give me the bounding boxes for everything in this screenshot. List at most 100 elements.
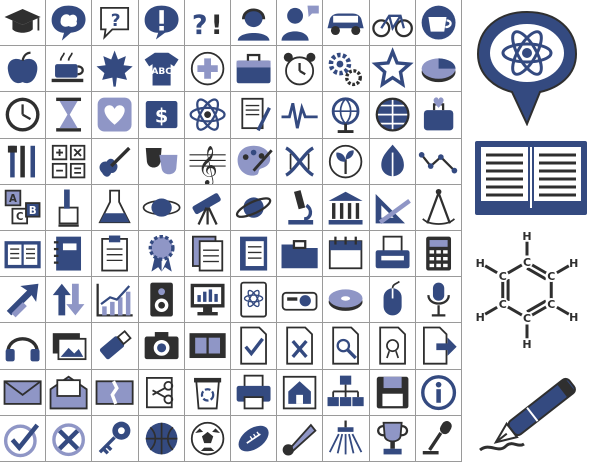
line-graph-icon	[418, 151, 458, 174]
grid-cell	[277, 231, 324, 278]
open-book-panel	[473, 138, 589, 218]
shuttlecock-icon	[282, 423, 317, 456]
grid-cell	[277, 138, 324, 185]
envelope-icon	[3, 379, 42, 405]
carbon-label: C	[547, 298, 555, 311]
svg-text:B: B	[29, 206, 37, 217]
film-strip-icon	[189, 333, 226, 359]
question-speech-icon: ?	[100, 7, 130, 40]
headphones-icon	[5, 337, 40, 362]
wall-clock-icon	[5, 98, 40, 132]
rugby-ball-icon	[238, 425, 269, 452]
grid-cell: $	[138, 92, 185, 139]
grid-cell	[323, 184, 370, 231]
sprinkler-icon	[329, 420, 363, 455]
pie-chart-icon	[421, 58, 456, 83]
svg-text:?: ?	[111, 10, 121, 30]
grid-cell	[415, 231, 462, 278]
fountain-pen-panel	[472, 364, 590, 460]
hydrogen-label: H	[522, 230, 531, 243]
svg-text:!: !	[210, 10, 222, 41]
hydrogen-label: H	[476, 257, 485, 270]
hydrogen-label: H	[569, 257, 578, 270]
document-search-icon	[332, 327, 360, 365]
documents-icon	[191, 235, 223, 272]
car-icon	[327, 13, 365, 36]
award-ribbon-icon	[148, 234, 175, 272]
grid-cell	[92, 46, 139, 93]
grid-cell	[415, 277, 462, 324]
pencil-holder-icon	[58, 189, 79, 227]
grid-cell	[369, 46, 416, 93]
set-square-icon	[375, 193, 411, 224]
bank-icon	[329, 191, 363, 225]
grid-cell	[323, 0, 370, 47]
grid-cell	[277, 46, 324, 93]
open-envelope-icon	[49, 375, 88, 409]
document-arrow-icon	[422, 327, 457, 365]
grid-cell	[138, 277, 185, 324]
atom-tablet-icon	[240, 281, 267, 318]
checkbox-tick-icon	[3, 423, 40, 458]
planner-icon	[4, 241, 41, 269]
open-book-icon	[475, 141, 587, 215]
grid-cell	[184, 184, 231, 231]
treble-clef-icon: 𝄞	[189, 145, 226, 184]
tea-cup-icon	[51, 52, 85, 83]
abc-shirt-icon: ABC	[144, 52, 179, 86]
grid-cell	[323, 415, 370, 462]
grid-cell	[323, 369, 370, 416]
atom-speech-pin-panel	[472, 8, 582, 126]
headset-person-icon	[237, 8, 270, 41]
grid-cell	[415, 46, 462, 93]
grid-cell	[231, 138, 278, 185]
grid-cell	[369, 231, 416, 278]
carbon-label: C	[523, 312, 531, 325]
atom-speech-pin-icon	[476, 10, 578, 126]
grid-cell	[0, 369, 47, 416]
mouse-icon	[383, 281, 402, 316]
grid-cell	[369, 184, 416, 231]
brain-speech-icon	[51, 5, 86, 41]
svg-text:?: ?	[192, 10, 208, 41]
grid-cell	[323, 46, 370, 93]
grid-cell	[184, 415, 231, 462]
grid-cell	[277, 184, 324, 231]
grid-cell	[92, 323, 139, 370]
grid-cell	[415, 92, 462, 139]
grid-cell	[415, 0, 462, 47]
arrow-up-right-icon	[6, 283, 39, 318]
grid-cell	[184, 231, 231, 278]
grid-cell	[92, 415, 139, 462]
fountain-pen-icon	[479, 377, 576, 452]
grid-cell	[231, 369, 278, 416]
briefcase-icon	[236, 54, 271, 84]
grid-cell	[138, 0, 185, 47]
medical-bag-icon	[423, 97, 454, 131]
sprout-icon	[329, 144, 363, 178]
theater-masks-icon	[145, 147, 178, 174]
grid-cell	[92, 277, 139, 324]
grid-cell	[46, 138, 93, 185]
camera-icon	[144, 332, 179, 360]
grid-cell	[184, 369, 231, 416]
svg-text:A: A	[9, 194, 17, 205]
grid-cell	[415, 184, 462, 231]
grid-cell	[323, 323, 370, 370]
hydrogen-label: H	[569, 311, 578, 324]
monitor-chart-icon	[190, 283, 225, 316]
teacher-icon	[281, 5, 319, 41]
info-icon	[420, 374, 456, 410]
grid-cell	[231, 415, 278, 462]
microphone-stand-icon	[422, 420, 452, 455]
grid-cell	[184, 46, 231, 93]
printer-icon	[236, 374, 271, 409]
grid-cell	[277, 277, 324, 324]
grid-cell	[323, 231, 370, 278]
grid-cell	[184, 92, 231, 139]
photos-icon	[52, 333, 87, 361]
grid-cell	[0, 415, 47, 462]
atom-orbit-icon	[142, 198, 181, 217]
